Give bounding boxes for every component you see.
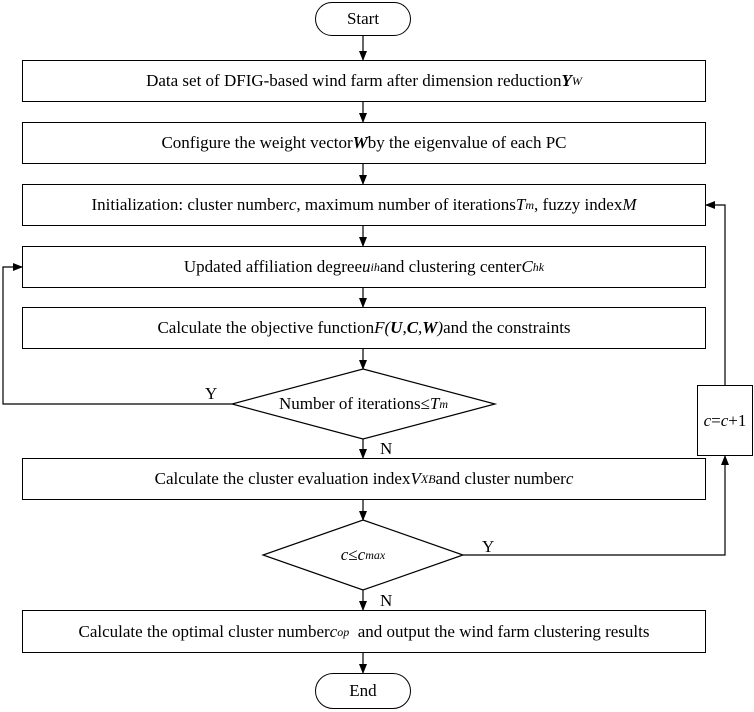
start-terminal: Start [315, 2, 411, 36]
decision-cmax-c: c [340, 545, 349, 564]
symbol-W: W [352, 133, 368, 152]
step-objective-function: Calculate the objective function F(U,C,W… [22, 307, 706, 349]
symbol-W-bold: W [422, 318, 438, 337]
init-text-3: , fuzzy index [534, 195, 623, 214]
branch-yes-decision2 [463, 455, 729, 556]
start-label: Start [346, 9, 380, 28]
optimal-text-2: and output the wind farm clustering resu… [349, 621, 650, 641]
step-initialization: Initialization: cluster number c, maximu… [22, 184, 706, 226]
symbol-T: T [515, 195, 526, 214]
objective-text-1: Calculate the objective function [157, 318, 375, 337]
step-dataset-text: Data set of DFIG-based wind farm after d… [146, 71, 562, 90]
symbol-C-bold: C [406, 318, 419, 337]
init-text-2: , maximum number of iterations [296, 195, 516, 214]
decision-cmax-cmax: c [357, 545, 366, 564]
decision-iterations-shape [229, 368, 498, 440]
evaluation-text-2: and cluster number [435, 469, 566, 488]
label-no-cmax: N [380, 591, 393, 610]
decision-cmax-le: ≤ [348, 545, 358, 564]
symbol-Y: Y [561, 71, 572, 90]
update-text-1: Updated affiliation degree [183, 257, 362, 276]
update-text-2: and clustering center [379, 257, 522, 276]
optimal-text-1: Calculate the optimal cluster number [78, 621, 330, 641]
loop-increment-step3 [705, 201, 726, 385]
increment-c2: c [720, 410, 729, 430]
step-dataset: Data set of DFIG-based wind farm after d… [22, 60, 706, 102]
init-text-1: Initialization: cluster number [91, 195, 289, 214]
symbol-M: M [622, 195, 637, 214]
end-terminal: End [315, 673, 411, 709]
symbol-V: V [410, 469, 421, 488]
symbol-c: c [288, 195, 297, 214]
end-label: End [349, 681, 377, 700]
increment-box: c=c+1 [697, 385, 753, 456]
decision-cmax-shape [261, 519, 465, 591]
comma-2: , [418, 318, 423, 337]
symbol-F-open: F( [374, 318, 391, 337]
symbol-u: u [362, 257, 371, 276]
symbol-c-2: c [565, 469, 574, 488]
step-weight-post: by the eigenvalue of each PC [367, 133, 567, 152]
decision-iterations-T: T [429, 394, 440, 413]
symbol-F-close: ) [437, 318, 444, 337]
step-evaluation-index: Calculate the cluster evaluation index V… [22, 458, 706, 500]
symbol-c-op: c [329, 621, 338, 641]
symbol-C: C [521, 257, 533, 276]
decision-iterations-text: Number of iterations≤ [278, 394, 430, 413]
step-weight-pre: Configure the weight vector [161, 133, 353, 152]
evaluation-text-1: Calculate the cluster evaluation index [154, 469, 411, 488]
step-weight-vector: Configure the weight vector W by the eig… [22, 122, 706, 164]
comma-1: , [402, 318, 407, 337]
label-yes-cmax: Y [482, 537, 495, 556]
increment-eq: = [711, 410, 721, 430]
label-no-iterations: N [380, 439, 393, 458]
increment-c1: c [703, 410, 712, 430]
objective-text-2: and the constraints [443, 318, 571, 337]
loop-yes-decision1 [2, 263, 232, 405]
symbol-U: U [390, 318, 403, 337]
increment-plus: +1 [728, 410, 747, 430]
label-yes-iterations: Y [205, 384, 218, 403]
